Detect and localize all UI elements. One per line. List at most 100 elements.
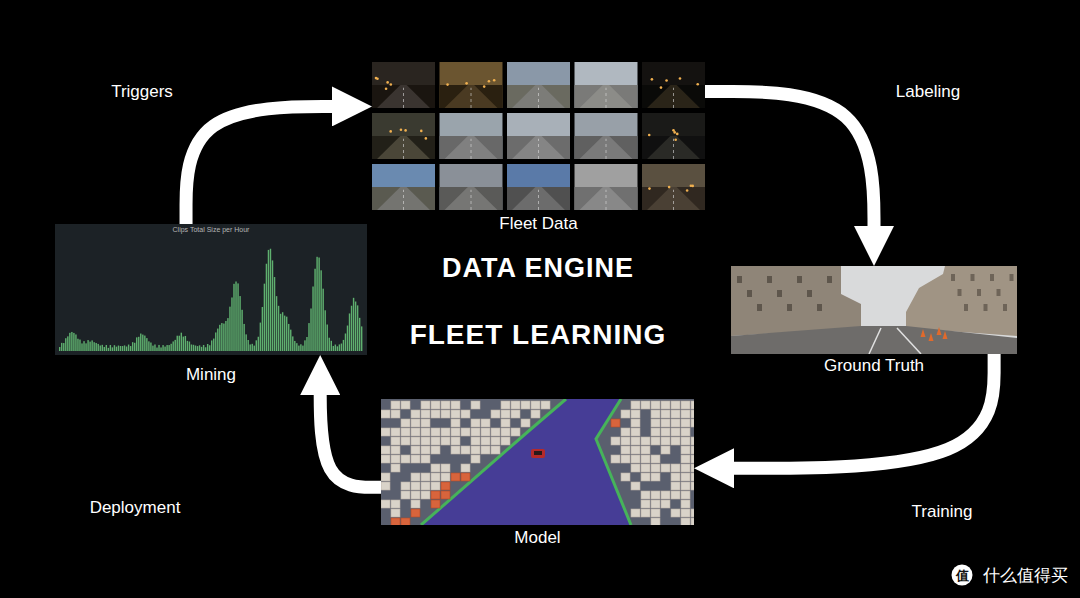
center-title: FLEET LEARNING	[410, 319, 667, 350]
structure-voxel	[451, 437, 460, 445]
structure-voxel	[441, 428, 450, 436]
structure-voxel	[661, 419, 670, 427]
street-light	[386, 81, 389, 84]
street-light	[674, 138, 677, 141]
structure-voxel	[491, 446, 500, 454]
thumbnail	[575, 164, 638, 210]
histogram-bar	[351, 306, 352, 351]
thumb-ground	[642, 136, 705, 159]
structure-voxel	[661, 428, 670, 436]
lane-line	[538, 88, 539, 108]
histogram-bar	[110, 345, 111, 351]
thumb-sky	[575, 113, 638, 159]
thumb-road	[377, 136, 430, 159]
vehicle-voxel	[431, 491, 440, 499]
traffic-cone	[921, 329, 926, 337]
histogram-bar	[296, 343, 297, 351]
histogram-bar	[89, 342, 90, 351]
lane-line	[606, 139, 607, 159]
histogram-bar	[87, 340, 88, 351]
structure-voxel	[681, 428, 690, 436]
histogram-bar	[258, 337, 259, 351]
cycle-arrow	[186, 106, 350, 224]
lane-line	[471, 190, 472, 210]
histogram-bar	[221, 323, 222, 351]
center-title: DATA ENGINE	[442, 253, 634, 283]
histogram-bar	[183, 337, 184, 351]
structure-voxel	[681, 464, 690, 472]
histogram-bar	[104, 347, 105, 351]
histogram-bar	[158, 345, 159, 351]
street-light	[483, 85, 486, 88]
histogram-bar	[227, 318, 228, 351]
structure-voxel	[651, 437, 660, 445]
thumb-road	[445, 136, 498, 159]
structure-voxel	[381, 482, 390, 490]
structure-voxel	[451, 446, 460, 454]
vehicle-voxel	[451, 473, 460, 481]
histogram-bar	[302, 346, 303, 351]
structure-voxel	[631, 437, 640, 445]
histogram-bar	[266, 264, 267, 351]
lane-line	[606, 190, 607, 210]
structure-voxel	[391, 437, 400, 445]
panel-illustration	[55, 224, 367, 355]
structure-voxel	[451, 428, 460, 436]
sky	[731, 266, 1017, 354]
structure-voxel	[501, 401, 510, 409]
vehicle-voxel	[461, 473, 470, 481]
structure-voxel	[441, 401, 450, 409]
structure-voxel	[421, 455, 430, 463]
histogram-bar	[254, 346, 255, 351]
image-panel: Mining	[55, 224, 367, 355]
thumb-road	[580, 85, 633, 108]
lane-line	[897, 328, 921, 354]
structure-voxel	[681, 491, 690, 499]
histogram-bar	[177, 336, 178, 351]
arrow-label: Triggers	[111, 82, 173, 102]
histogram-bar	[264, 284, 265, 351]
histogram-bar	[128, 345, 129, 351]
histogram-bar	[260, 323, 261, 351]
buildings-left	[731, 266, 861, 336]
watermark-text: 什么值得买	[983, 566, 1068, 586]
structure-voxel	[651, 410, 660, 418]
structure-voxel	[651, 428, 660, 436]
histogram-bar	[193, 345, 194, 351]
thumb-ground	[575, 85, 638, 108]
panel-illustration	[381, 399, 694, 525]
lane-line	[403, 139, 404, 159]
thumb-sky	[372, 62, 435, 108]
arrow-label: Training	[912, 502, 973, 522]
structure-voxel	[471, 446, 480, 454]
histogram-bar	[306, 337, 307, 351]
structure-voxel	[421, 473, 430, 481]
histogram-bar	[195, 345, 196, 351]
histogram-bar	[181, 333, 182, 351]
histogram-bar	[79, 340, 80, 351]
structure-voxel	[631, 428, 640, 436]
structure-voxel	[531, 401, 540, 409]
structure-voxel	[691, 518, 694, 525]
histogram-bar	[252, 344, 253, 351]
structure-voxel	[691, 419, 694, 427]
thumb-road	[445, 187, 498, 210]
histogram-bar	[73, 333, 74, 351]
structure-voxel	[641, 437, 650, 445]
structure-voxel	[411, 500, 420, 508]
thumb-road	[377, 187, 430, 210]
structure-voxel	[681, 455, 690, 463]
structure-voxel	[621, 410, 630, 418]
thumb-ground	[507, 136, 570, 159]
structure-voxel	[651, 491, 660, 499]
structure-voxel	[391, 509, 400, 517]
histogram-bar	[185, 336, 186, 351]
street-light	[648, 187, 651, 190]
street-light	[691, 185, 694, 188]
window	[767, 276, 772, 283]
structure-voxel	[681, 473, 690, 481]
histogram-bar	[318, 258, 319, 351]
thumb-road	[445, 85, 498, 108]
histogram-bar	[308, 323, 309, 351]
histogram-bar	[243, 324, 244, 351]
